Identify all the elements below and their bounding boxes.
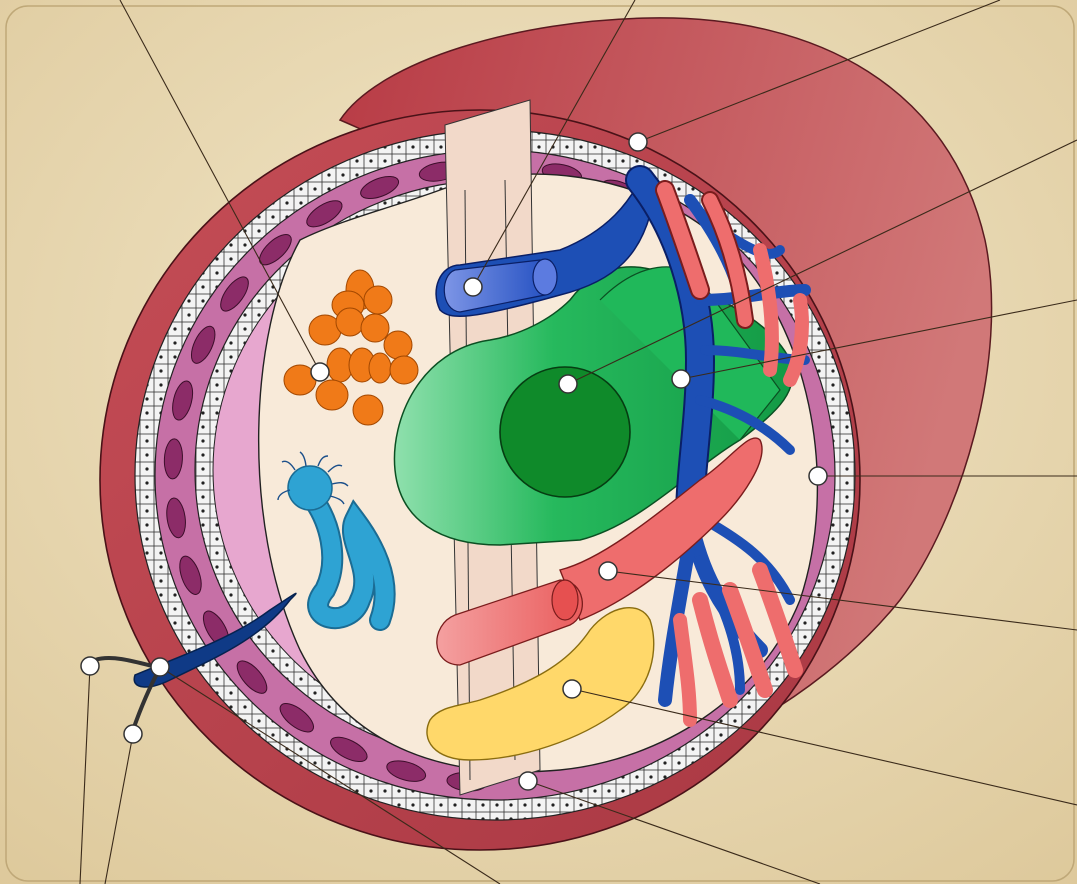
pin-yellow-organ[interactable] — [563, 680, 581, 698]
pin-nucleus[interactable] — [559, 375, 577, 393]
pin-blood-vessels[interactable] — [672, 370, 690, 388]
pin-tail-tip-left[interactable] — [81, 657, 99, 675]
pin-dorsal-vessel[interactable] — [464, 278, 482, 296]
pin-ectoderm[interactable] — [629, 133, 647, 151]
pin-tail-base[interactable] — [151, 658, 169, 676]
pin-tail-tip-down[interactable] — [124, 725, 142, 743]
pin-gonad[interactable] — [311, 363, 329, 381]
pin-artery[interactable] — [599, 562, 617, 580]
pin-muscle[interactable] — [809, 467, 827, 485]
pin-lower-ectoderm[interactable] — [519, 772, 537, 790]
